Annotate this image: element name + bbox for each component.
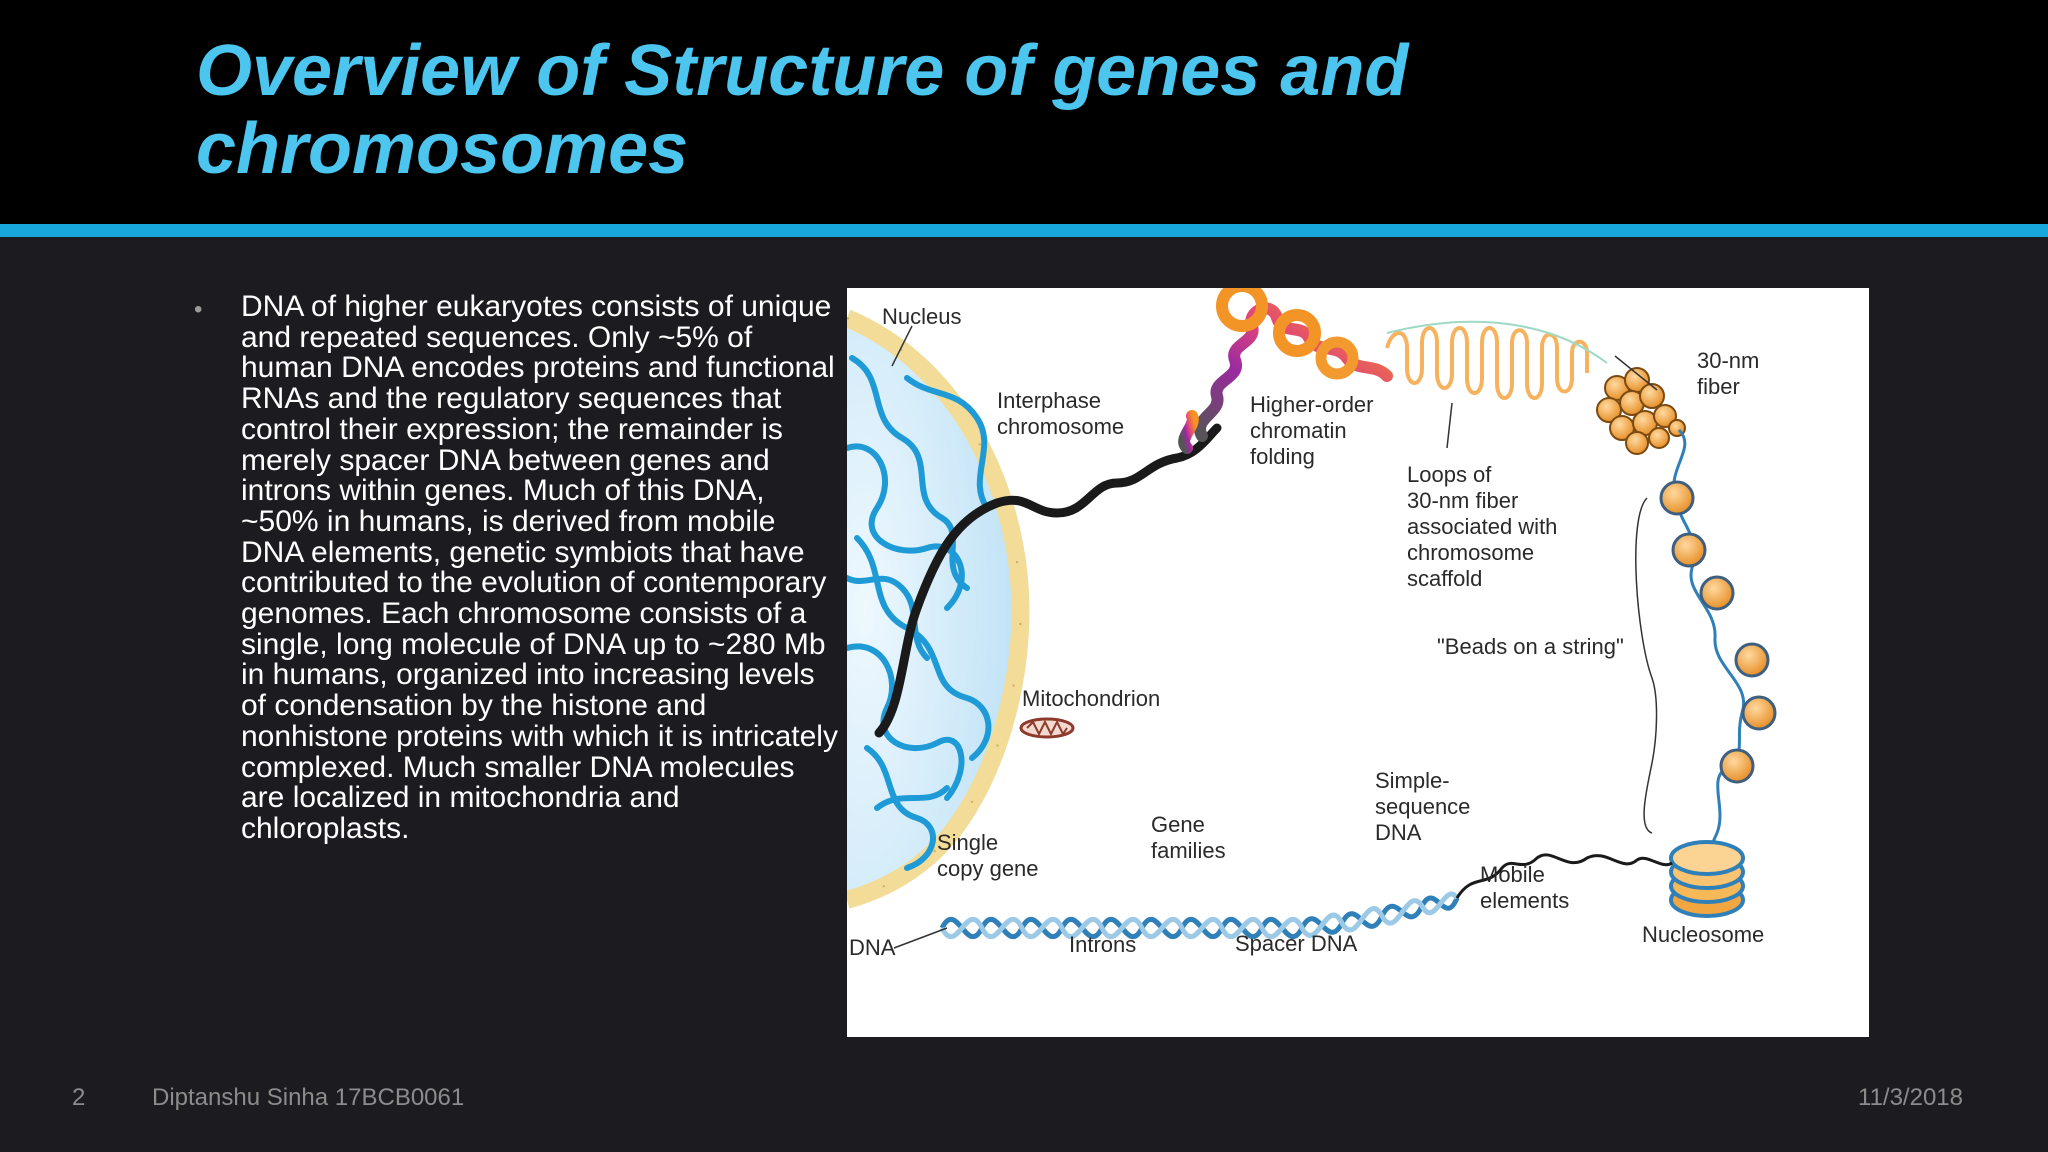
label-simple-seq-1: Simple- <box>1375 768 1450 793</box>
nucleosome-graphic <box>1669 840 1745 918</box>
label-dna: DNA <box>849 935 896 960</box>
title-bar: Overview of Structure of genes and chrom… <box>0 0 2048 224</box>
mitochondrion-graphic <box>1019 717 1075 739</box>
label-loops-3: associated with <box>1407 514 1557 539</box>
label-introns: Introns <box>1069 932 1136 957</box>
label-nucleosome: Nucleosome <box>1642 922 1764 947</box>
label-loops-2: 30-nm fiber <box>1407 488 1518 513</box>
interphase-chromosome-strand <box>874 423 1222 738</box>
label-higher-order-3: folding <box>1250 444 1315 469</box>
footer-date: 11/3/2018 <box>1858 1084 1963 1111</box>
label-higher-order-2: chromatin <box>1250 418 1347 443</box>
dna-helix <box>939 853 1673 939</box>
label-loops-4: chromosome <box>1407 540 1534 565</box>
nucleus-graphic <box>847 309 1030 909</box>
chromosome-structure-figure: Nucleus Interphase chromosome Higher-ord… <box>847 288 1869 1037</box>
fiber-30nm-cluster <box>1596 367 1686 455</box>
label-30nm-1: 30-nm <box>1697 348 1759 373</box>
scaffold-loops <box>1385 326 1589 400</box>
label-mitochondrion: Mitochondrion <box>1022 686 1160 711</box>
chromosome-diagram: Nucleus Interphase chromosome Higher-ord… <box>847 288 1777 960</box>
label-interphase-2: chromosome <box>997 414 1124 439</box>
footer-author: Diptanshu Sinha 17BCB0061 <box>152 1084 465 1111</box>
label-beads: "Beads on a string" <box>1437 634 1624 659</box>
label-mobile-1: Mobile <box>1480 862 1545 887</box>
label-loops-5: scaffold <box>1407 566 1482 591</box>
slide-number: 2 <box>72 1084 86 1111</box>
label-nucleus: Nucleus <box>882 304 961 329</box>
bullet-paragraph: DNA of higher eukaryotes consists of uni… <box>241 290 838 845</box>
label-higher-order-1: Higher-order <box>1250 392 1374 417</box>
label-interphase-1: Interphase <box>997 388 1101 413</box>
label-spacer-dna: Spacer DNA <box>1235 931 1358 956</box>
label-loops-1: Loops of <box>1407 462 1492 487</box>
label-single-copy-2: copy gene <box>937 856 1039 881</box>
slide-title: Overview of Structure of genes and chrom… <box>196 31 1409 189</box>
accent-divider <box>0 224 2048 237</box>
label-gene-families-1: Gene <box>1151 812 1205 837</box>
label-single-copy-1: Single <box>937 830 998 855</box>
label-30nm-2: fiber <box>1697 374 1740 399</box>
label-simple-seq-3: DNA <box>1375 820 1422 845</box>
label-gene-families-2: families <box>1151 838 1226 863</box>
label-simple-seq-2: sequence <box>1375 794 1470 819</box>
leader-lines <box>891 325 1658 949</box>
label-mobile-2: elements <box>1480 888 1569 913</box>
bullet-marker: • <box>194 296 203 323</box>
beads <box>1659 480 1777 784</box>
